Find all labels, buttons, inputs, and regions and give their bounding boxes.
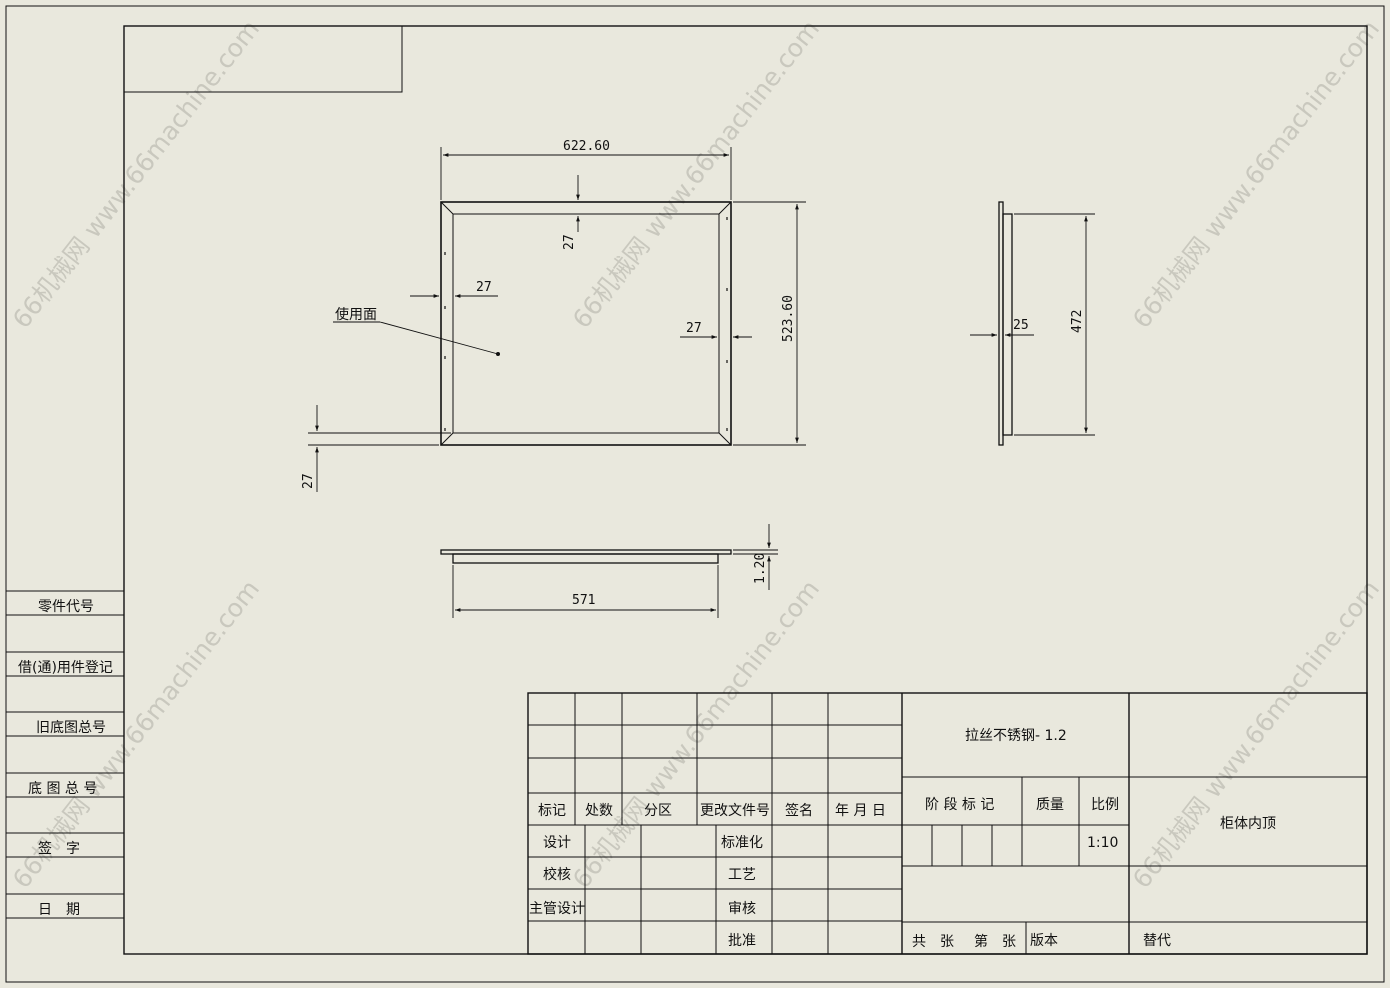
- dim-front-top: 27: [562, 234, 577, 250]
- tb-approve: 批准: [728, 933, 756, 949]
- tb-process: 工艺: [728, 867, 756, 883]
- left-label-base-no: 底 图 总 号: [28, 781, 97, 797]
- dim-front-bottom: 27: [301, 473, 316, 489]
- title-block: [527, 692, 1368, 955]
- tb-weight-label: 质量: [1036, 797, 1064, 813]
- tb-version: 版本: [1030, 933, 1058, 949]
- dim-side-flange: 25: [1013, 318, 1029, 333]
- dim-front-height: 523.60: [781, 295, 796, 342]
- watermark: 66机械网 www.66machine.com: [1127, 575, 1385, 894]
- tb-design: 设计: [543, 835, 571, 851]
- dim-bottom-thickness: 1.20: [753, 553, 768, 584]
- left-label-borrow-register: 借(通)用件登记: [18, 660, 113, 676]
- watermark-layer: 66机械网 www.66machine.com 66机械网 www.66mach…: [7, 15, 1385, 894]
- tb-header-change-doc: 更改文件号: [700, 803, 770, 819]
- side-view: [998, 201, 1013, 446]
- tb-header-count: 处数: [585, 803, 613, 819]
- dim-front-left: 27: [476, 280, 492, 295]
- tb-replace: 替代: [1143, 933, 1171, 949]
- tb-part-name: 柜体内顶: [1220, 816, 1276, 832]
- tb-header-mark: 标记: [538, 803, 566, 819]
- front-view: [440, 201, 732, 446]
- side-view-dimensions: [970, 213, 1095, 436]
- tb-header-sign: 签名: [785, 802, 813, 819]
- dim-front-right: 27: [686, 321, 702, 336]
- tb-header-zone: 分区: [644, 803, 672, 819]
- left-column: [6, 590, 124, 919]
- tb-sheets-total: 共 张: [912, 934, 954, 950]
- front-view-dimensions: [308, 147, 806, 492]
- watermark: 66机械网 www.66machine.com: [567, 15, 825, 334]
- tb-scale-value: 1:10: [1087, 835, 1118, 851]
- left-label-date: 日 期: [38, 902, 80, 918]
- label-use-surface: 使用面: [335, 306, 377, 323]
- watermark: 66机械网 www.66machine.com: [7, 15, 265, 334]
- tb-sheet-no: 第 张: [974, 933, 1016, 950]
- tb-header-date: 年 月 日: [835, 803, 886, 819]
- tb-chief-design: 主管设计: [529, 901, 585, 917]
- tb-material: 拉丝不锈钢- 1.2: [965, 728, 1067, 744]
- tb-stage-mark: 阶 段 标 记: [925, 797, 994, 813]
- tb-review: 审核: [728, 901, 756, 917]
- bottom-view-dimensions: [452, 524, 778, 618]
- bottom-view: [440, 549, 732, 564]
- watermark: 66机械网 www.66machine.com: [567, 575, 825, 894]
- tb-standardization: 标准化: [721, 835, 763, 851]
- dim-side-height: 472: [1070, 310, 1085, 333]
- tb-scale-label: 比例: [1091, 797, 1119, 813]
- dim-bottom-width: 571: [572, 593, 595, 608]
- left-label-old-base-no: 旧底图总号: [36, 720, 106, 736]
- leader-dot: [496, 352, 500, 356]
- watermark: 66机械网 www.66machine.com: [1127, 15, 1385, 334]
- left-label-part-code: 零件代号: [38, 599, 94, 615]
- tb-check: 校核: [543, 866, 571, 883]
- dim-front-width: 622.60: [563, 139, 610, 154]
- left-label-signature: 签 字: [38, 840, 80, 857]
